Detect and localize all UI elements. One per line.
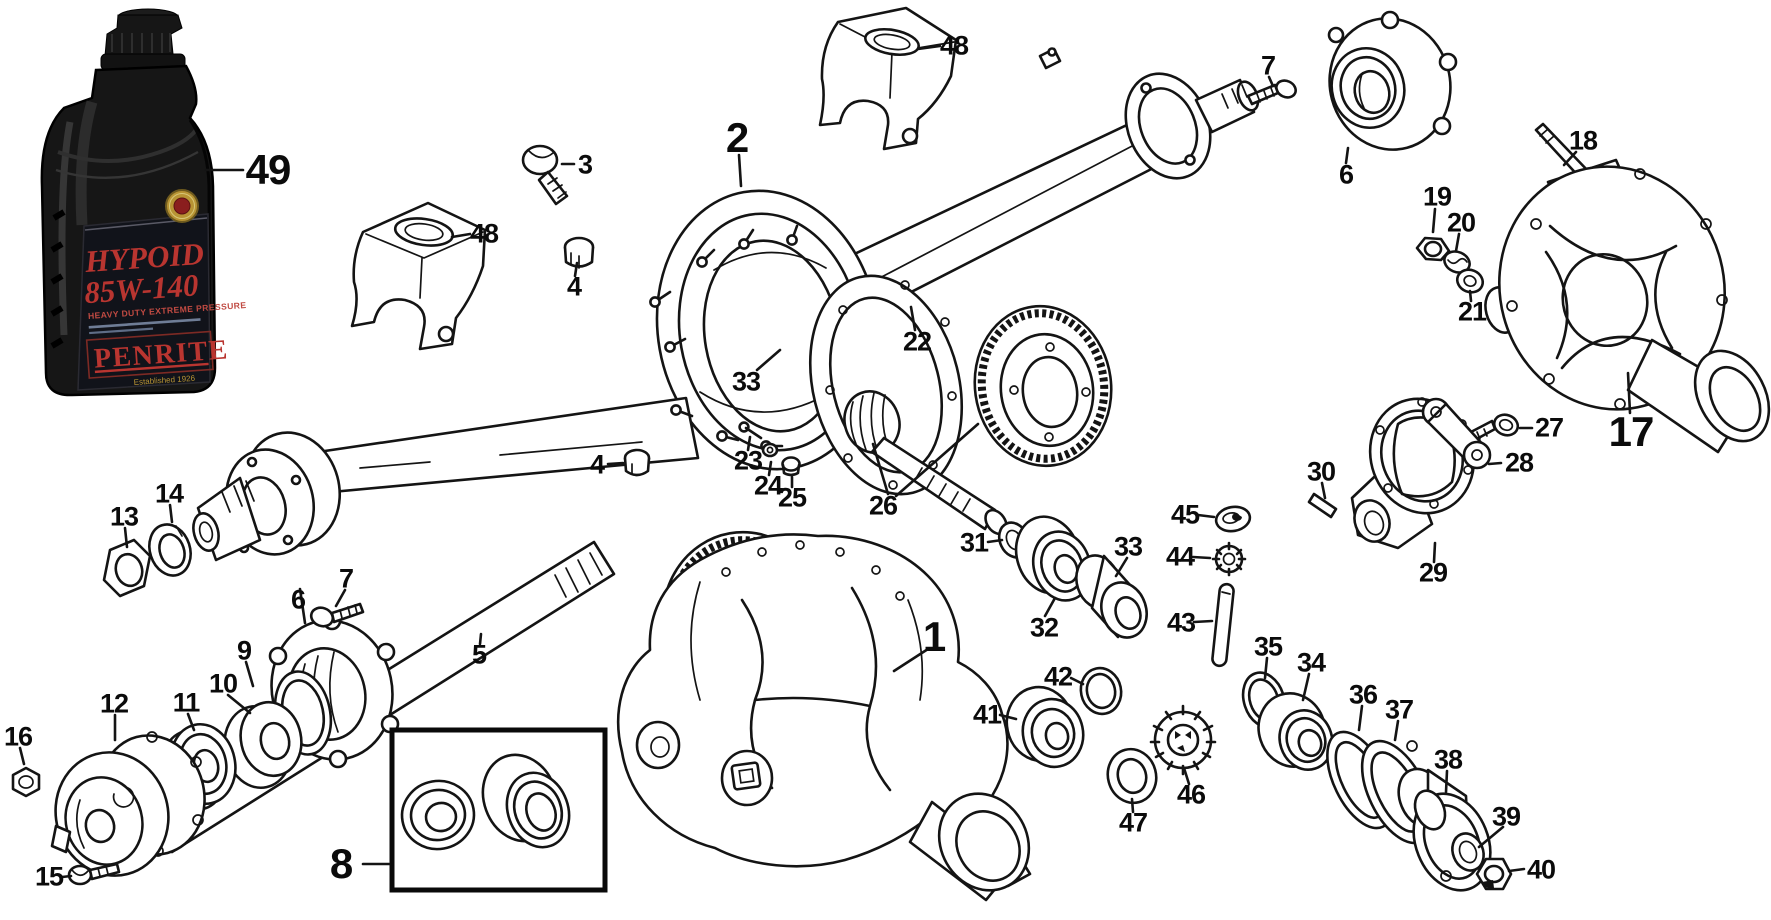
nut-13 bbox=[102, 538, 152, 598]
diff-carrier-17 bbox=[1484, 158, 1771, 454]
bearing-kit-box-8 bbox=[389, 727, 608, 893]
axle-casing-drawing bbox=[192, 47, 1260, 562]
nut-16 bbox=[11, 766, 41, 798]
plug-4-top bbox=[563, 236, 595, 269]
banjo-studs bbox=[649, 224, 799, 452]
side-gear-46 bbox=[1149, 704, 1217, 776]
bottle-grade: 85W-140 bbox=[83, 267, 199, 310]
leader-lines bbox=[18, 44, 1632, 879]
diff-bearing-41 bbox=[1005, 685, 1085, 769]
spring-seat-bracket-top bbox=[818, 6, 958, 151]
ring-42 bbox=[1079, 666, 1123, 716]
bearing-collar-10 bbox=[223, 700, 303, 789]
bolt-7-bottom bbox=[309, 602, 365, 628]
lock-bolt-27 bbox=[1467, 413, 1520, 443]
thrust-washer-47 bbox=[1106, 747, 1158, 805]
bolt-7-top bbox=[1246, 79, 1297, 106]
lock-strap-28 bbox=[1421, 397, 1492, 470]
washer-20 bbox=[1443, 250, 1471, 274]
planet-pinion-44 bbox=[1211, 541, 1247, 577]
pinion-pin-43 bbox=[1211, 582, 1235, 668]
brake-backplate-12 bbox=[50, 731, 206, 877]
bottle-label-text: HYPOID 85W-140 HEAVY DUTY EXTREME PRESSU… bbox=[83, 236, 247, 387]
bearing-spacer-33 bbox=[1075, 554, 1148, 639]
oil-bottle-photo: HYPOID 85W-140 HEAVY DUTY EXTREME PRESSU… bbox=[40, 8, 247, 397]
washer-39 bbox=[1451, 832, 1485, 872]
bottle-tagline: Established 1926 bbox=[133, 374, 195, 387]
hub-housing-6-top bbox=[1327, 10, 1458, 151]
bottle-product-name: HYPOID bbox=[83, 236, 205, 279]
washer-21 bbox=[1455, 268, 1485, 294]
nut-40 bbox=[1475, 857, 1513, 891]
plug-4-mid bbox=[623, 448, 651, 477]
differential-assembly-1 bbox=[616, 530, 1032, 902]
penrite-logo bbox=[165, 189, 199, 223]
spring-seat-bracket-left bbox=[350, 201, 487, 351]
pin-30 bbox=[1307, 492, 1338, 519]
thrust-washer-45 bbox=[1214, 505, 1252, 533]
screw-3 bbox=[521, 144, 569, 206]
nut-19 bbox=[1415, 236, 1451, 262]
washer-14 bbox=[148, 523, 192, 577]
crown-wheel-and-pinion-26 bbox=[843, 304, 1113, 536]
pinion-bearing-34 bbox=[1257, 692, 1334, 771]
